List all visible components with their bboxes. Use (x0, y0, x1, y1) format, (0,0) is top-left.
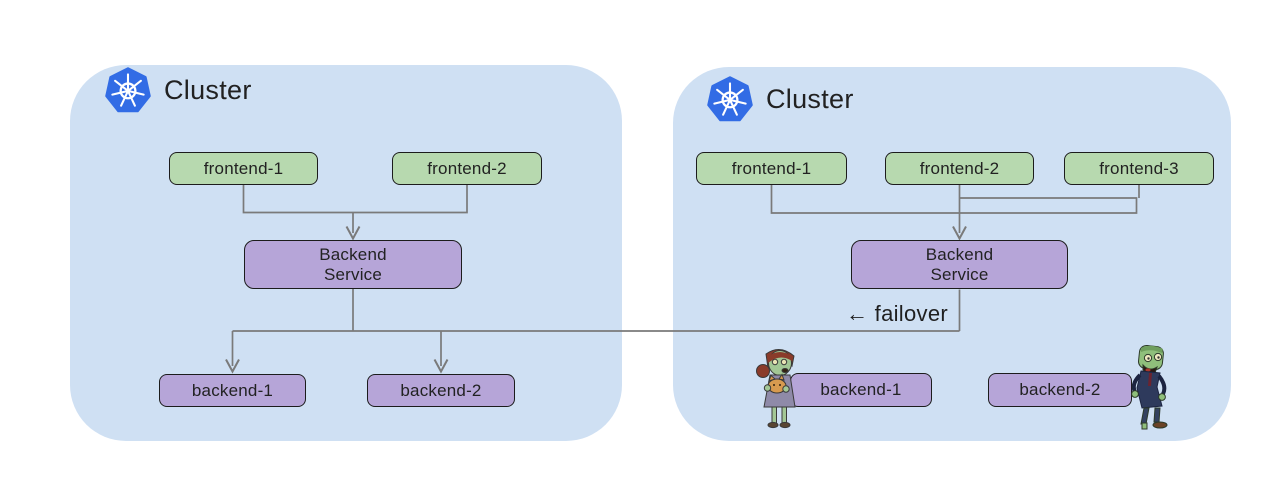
node-backend-2: backend-2 (988, 373, 1132, 407)
node-label: frontend-1 (203, 158, 284, 178)
node-frontend-1: frontend-1 (696, 152, 847, 185)
node-label: frontend-3 (1099, 158, 1179, 178)
cluster-left-header: Cluster (105, 67, 252, 113)
node-label: backend-1 (820, 380, 902, 399)
node-frontend-2: frontend-2 (392, 152, 542, 185)
node-backend-2: backend-2 (367, 374, 515, 407)
kubernetes-icon (707, 76, 753, 122)
node-frontend-2: frontend-2 (885, 152, 1034, 185)
node-frontend-1: frontend-1 (169, 152, 318, 185)
node-backend-service: Backend Service (244, 240, 462, 289)
kubernetes-icon (105, 67, 151, 113)
cluster-right-header: Cluster (707, 76, 854, 122)
cluster-title: Cluster (164, 74, 252, 105)
node-label-line1: Backend (925, 244, 994, 264)
node-label: frontend-2 (427, 158, 507, 178)
node-label-line1: Backend (319, 244, 387, 264)
node-label: frontend-2 (919, 158, 1000, 178)
node-label: backend-2 (400, 380, 482, 400)
failover-label: ← failover (845, 301, 948, 326)
zombie-man-icon (1131, 344, 1168, 430)
cluster-title: Cluster (766, 83, 854, 114)
node-backend-1: backend-1 (790, 373, 932, 407)
node-label-line2: Service (930, 264, 989, 284)
node-label: backend-2 (1019, 380, 1101, 399)
node-backend-service: Backend Service (851, 240, 1068, 289)
node-frontend-3: frontend-3 (1064, 152, 1214, 185)
node-label-line2: Service (323, 264, 383, 284)
node-label: backend-1 (191, 380, 274, 400)
node-backend-1: backend-1 (159, 374, 306, 407)
node-label: frontend-1 (731, 158, 812, 178)
zombie-woman-with-cat-icon (756, 349, 796, 429)
